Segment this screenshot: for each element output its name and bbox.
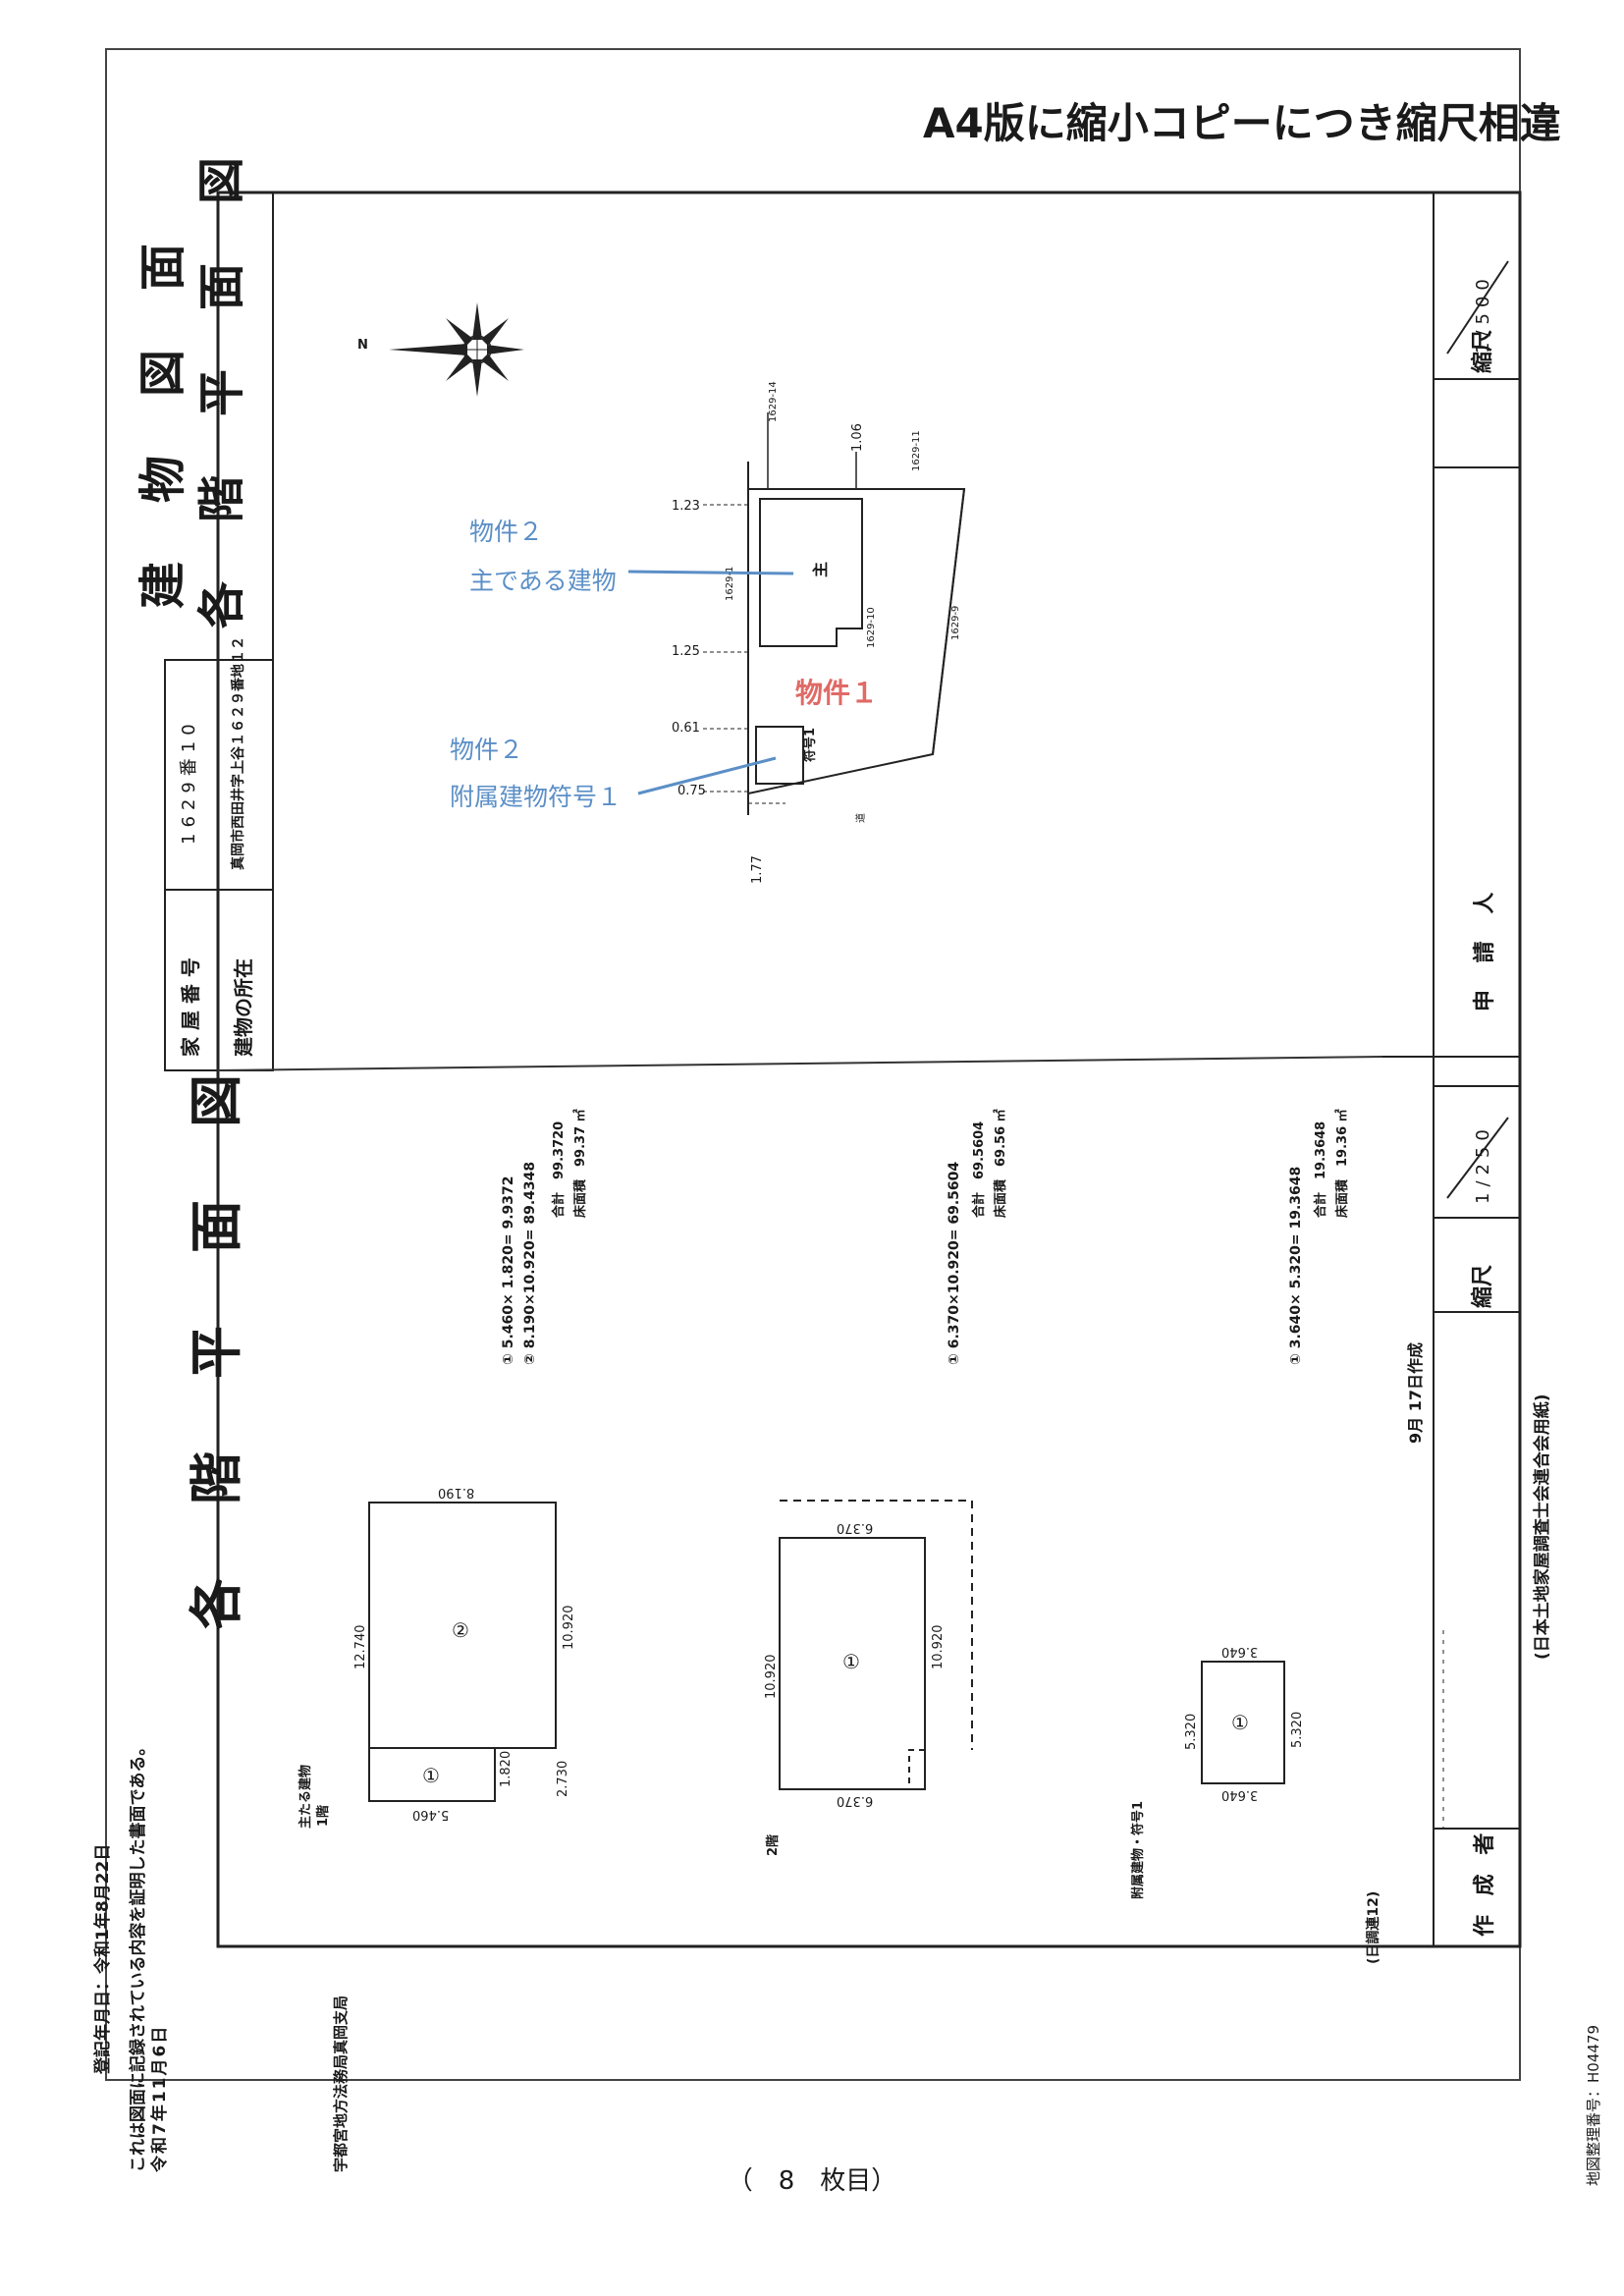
road-mark: 道 <box>856 813 867 823</box>
inner-frame <box>216 191 1522 1948</box>
reduced-copy-notice: A4版に縮小コピーにつき縮尺相違 <box>923 99 1561 147</box>
calc-second-row1: ① 6.370×10.920= 69.5604 <box>947 1161 962 1365</box>
paper-code: (日調連12) <box>1366 1890 1381 1964</box>
calc-second-total: 合計 69.5604 <box>972 1121 987 1218</box>
annex-dim-1: 3.640 <box>1221 1644 1259 1659</box>
page-number: （ 8 枚目） <box>727 2166 897 2196</box>
annex-dim-2: 5.320 <box>1184 1713 1199 1750</box>
leader-annex <box>637 756 777 795</box>
main-dim-6: 2.730 <box>556 1760 570 1797</box>
section-separator <box>217 1056 1383 1071</box>
main-plan-floor: 1階 <box>316 1804 331 1827</box>
calc-main-area: 床面積 99.37 ㎡ <box>573 1109 588 1218</box>
main-floor-plan <box>368 1502 557 1802</box>
second-mark-1: ① <box>842 1650 860 1673</box>
annex-dim-3: 5.320 <box>1290 1711 1305 1748</box>
outer-frame <box>105 48 1521 2081</box>
annotation-prop2-main-b: 主である建物 <box>469 567 617 595</box>
main-mark: 主 <box>811 561 830 577</box>
calc-main-row2: ② 8.190×10.920= 89.4348 <box>522 1161 538 1365</box>
applicant-box <box>1433 466 1521 1058</box>
calc-second-area: 床面積 69.56 ㎡ <box>994 1109 1008 1218</box>
annotation-prop2-main-a: 物件２ <box>469 518 544 546</box>
site-plan <box>703 412 966 815</box>
calc-annex-row1: ① 3.640× 5.320= 19.3648 <box>1288 1166 1304 1365</box>
second-dim-3: 10.920 <box>931 1624 946 1670</box>
dist-2: 1.25 <box>672 644 700 659</box>
calc-main-row1: ① 5.460× 1.820= 9.9372 <box>501 1175 516 1365</box>
second-dim-4: 6.370 <box>837 1793 874 1808</box>
calc-main-total: 合計 99.3720 <box>552 1121 567 1218</box>
compass-rose <box>389 302 524 397</box>
scale-value-bottom: 1/250 <box>1473 1123 1493 1204</box>
creator-box <box>1433 1828 1521 1947</box>
second-floor-plan <box>779 1500 973 1790</box>
section-title: 各 階 平 面 図 <box>186 1065 247 1630</box>
main-dim-2: 12.740 <box>353 1624 368 1670</box>
location-label: 建物の所在 <box>232 958 255 1057</box>
calc-annex-area: 床面積 19.36 ㎡ <box>1335 1109 1350 1218</box>
second-dim-2: 10.920 <box>764 1654 779 1700</box>
lot-1629-1: 1629-1 <box>725 566 735 601</box>
dist-3: 0.61 <box>672 721 700 736</box>
certification-office: 宇都宮地方法務局真岡支局 <box>332 1995 350 2172</box>
annex-plan-title: 附属建物・符号1 <box>1131 1800 1146 1899</box>
dist-4: 0.75 <box>677 784 706 798</box>
lot-1629-10: 1629-10 <box>866 607 877 648</box>
north-label: N <box>357 338 368 353</box>
paper-note: (日本土地家屋調査士会連合会用紙) <box>1533 1394 1552 1660</box>
applicant-label: 申 請 人 <box>1473 882 1497 1011</box>
main-mark-2: ② <box>452 1618 469 1642</box>
calc-annex-total: 合計 19.3648 <box>1314 1121 1328 1218</box>
lot-1629-9: 1629-9 <box>950 605 961 640</box>
location-value: 真岡市西田井字上谷１６２９番地１２ <box>231 636 246 870</box>
annex-mark-1: ① <box>1231 1711 1249 1734</box>
second-dim-1: 6.370 <box>837 1520 874 1535</box>
dist-6: 1.06 <box>850 423 865 452</box>
second-plan-floor: 2階 <box>766 1833 781 1856</box>
creation-date: 9月 17日作成 <box>1406 1342 1425 1444</box>
leader-main <box>627 570 794 575</box>
annotation-prop1: 物件１ <box>795 677 879 709</box>
annex-footprint <box>755 726 804 785</box>
annex-dim-4: 3.640 <box>1221 1787 1259 1802</box>
main-mark-1: ① <box>422 1764 440 1787</box>
lot-boundary <box>747 488 966 794</box>
main-building-footprint <box>759 498 863 647</box>
registration-date: 登記年月日：令和1年8月22日 <box>93 1843 113 2074</box>
scale-label-bottom: 縮尺 <box>1471 1264 1495 1308</box>
main-dim-5: 1.820 <box>499 1750 514 1787</box>
annotation-prop2-annex-b: 附属建物符号１ <box>450 783 623 811</box>
annex-floor-plan <box>1201 1661 1285 1784</box>
main-dim-4: 5.460 <box>412 1807 450 1822</box>
creator-label: 作 成 者 <box>1473 1827 1497 1937</box>
lot-1629-14: 1629-14 <box>768 381 779 422</box>
dist-5: 1.77 <box>750 855 765 884</box>
title-floor-plans: 各 階 平 面 図 <box>194 150 249 629</box>
house-number-label: 家 屋 番 号 <box>179 957 202 1057</box>
scale-box-bottom <box>1433 1085 1521 1313</box>
lot-1629-11: 1629-11 <box>911 430 922 471</box>
dist-1: 1.23 <box>672 499 700 514</box>
annotation-prop2-annex-a: 物件２ <box>450 736 524 764</box>
main-dim-1: 8.190 <box>438 1485 475 1500</box>
annex-mark: 符号1 <box>803 727 818 762</box>
house-number-value: 1629番10 <box>179 718 199 845</box>
scale-value-top: 1/500 <box>1473 273 1493 354</box>
main-plan-title: 主たる建物 <box>298 1764 313 1829</box>
main-dim-3: 10.920 <box>562 1605 576 1651</box>
certification-date: 令和7年11月6日 <box>150 2024 170 2172</box>
